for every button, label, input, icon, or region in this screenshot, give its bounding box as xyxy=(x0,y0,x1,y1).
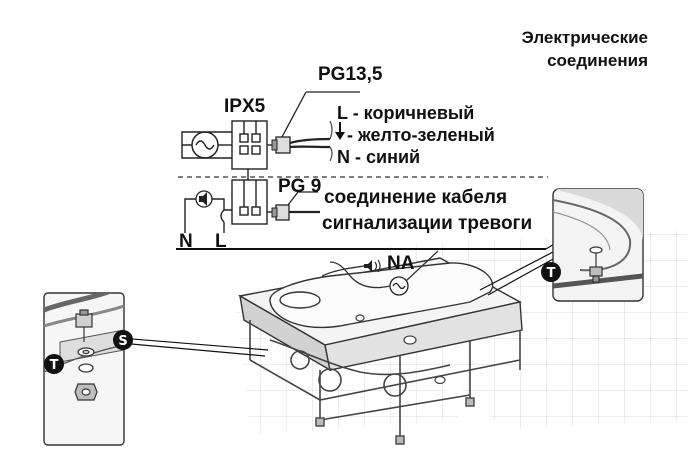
tub-legs xyxy=(315,397,475,445)
wire-ends xyxy=(329,120,333,162)
terminal-box-upper xyxy=(231,120,268,170)
badge-s-text: S xyxy=(118,334,127,349)
wire-name-blue: - синий xyxy=(355,147,421,167)
label-ipx5: IPX5 xyxy=(224,96,266,117)
wire-line-ground: - желто-зеленый xyxy=(347,125,495,146)
badge-t-right: T xyxy=(541,262,561,282)
speaker-icon xyxy=(195,190,213,208)
jet-nozzles xyxy=(355,314,446,385)
label-l-terminal: L xyxy=(215,231,227,252)
callout-leaders xyxy=(119,251,556,357)
callout-left xyxy=(43,292,125,446)
ac-source-icon xyxy=(191,131,219,159)
tub-speaker-icon xyxy=(364,259,381,273)
badge-t-left-text: T xyxy=(50,358,59,373)
wire-code-n: N xyxy=(337,147,350,167)
bolt-icon-right xyxy=(589,246,603,283)
callout-right xyxy=(552,188,644,302)
tub-frame xyxy=(249,320,521,440)
gland-pg135 xyxy=(271,91,360,154)
label-pg135: PG13,5 xyxy=(318,64,383,85)
gland-pg9 xyxy=(271,191,320,221)
terminal-box-lower xyxy=(231,169,268,225)
badge-t-left: T xyxy=(44,354,64,374)
nut-icon xyxy=(74,383,98,401)
alarm-cable-line-2: сигнализации тревоги xyxy=(322,213,533,234)
diagram-title: Электрические соединения xyxy=(522,26,648,72)
washer-icon xyxy=(77,347,95,373)
wire-name-yellow-green: - желто-зеленый xyxy=(347,125,495,145)
wire-line-n: N - синий xyxy=(337,147,420,168)
ground-arrow-icon xyxy=(335,122,345,140)
label-pg9: PG 9 xyxy=(278,176,322,197)
badge-t-right-text: T xyxy=(547,266,556,281)
label-na: NA xyxy=(387,253,415,274)
tub-cables xyxy=(321,250,439,289)
label-n-terminal: N xyxy=(179,231,193,252)
wire-code-l: L xyxy=(337,103,348,123)
title-line-2: соединения xyxy=(547,51,648,70)
cable-to-wires xyxy=(289,137,331,149)
badge-s: S xyxy=(113,330,133,350)
wire-name-brown: - коричневый xyxy=(352,103,475,123)
wire-line-l: L - коричневый xyxy=(337,103,474,124)
bathtub xyxy=(238,257,523,372)
title-line-1: Электрические xyxy=(521,28,648,47)
alarm-cable-line-1: соединение кабеля xyxy=(324,187,508,208)
bolt-icon xyxy=(75,309,93,342)
